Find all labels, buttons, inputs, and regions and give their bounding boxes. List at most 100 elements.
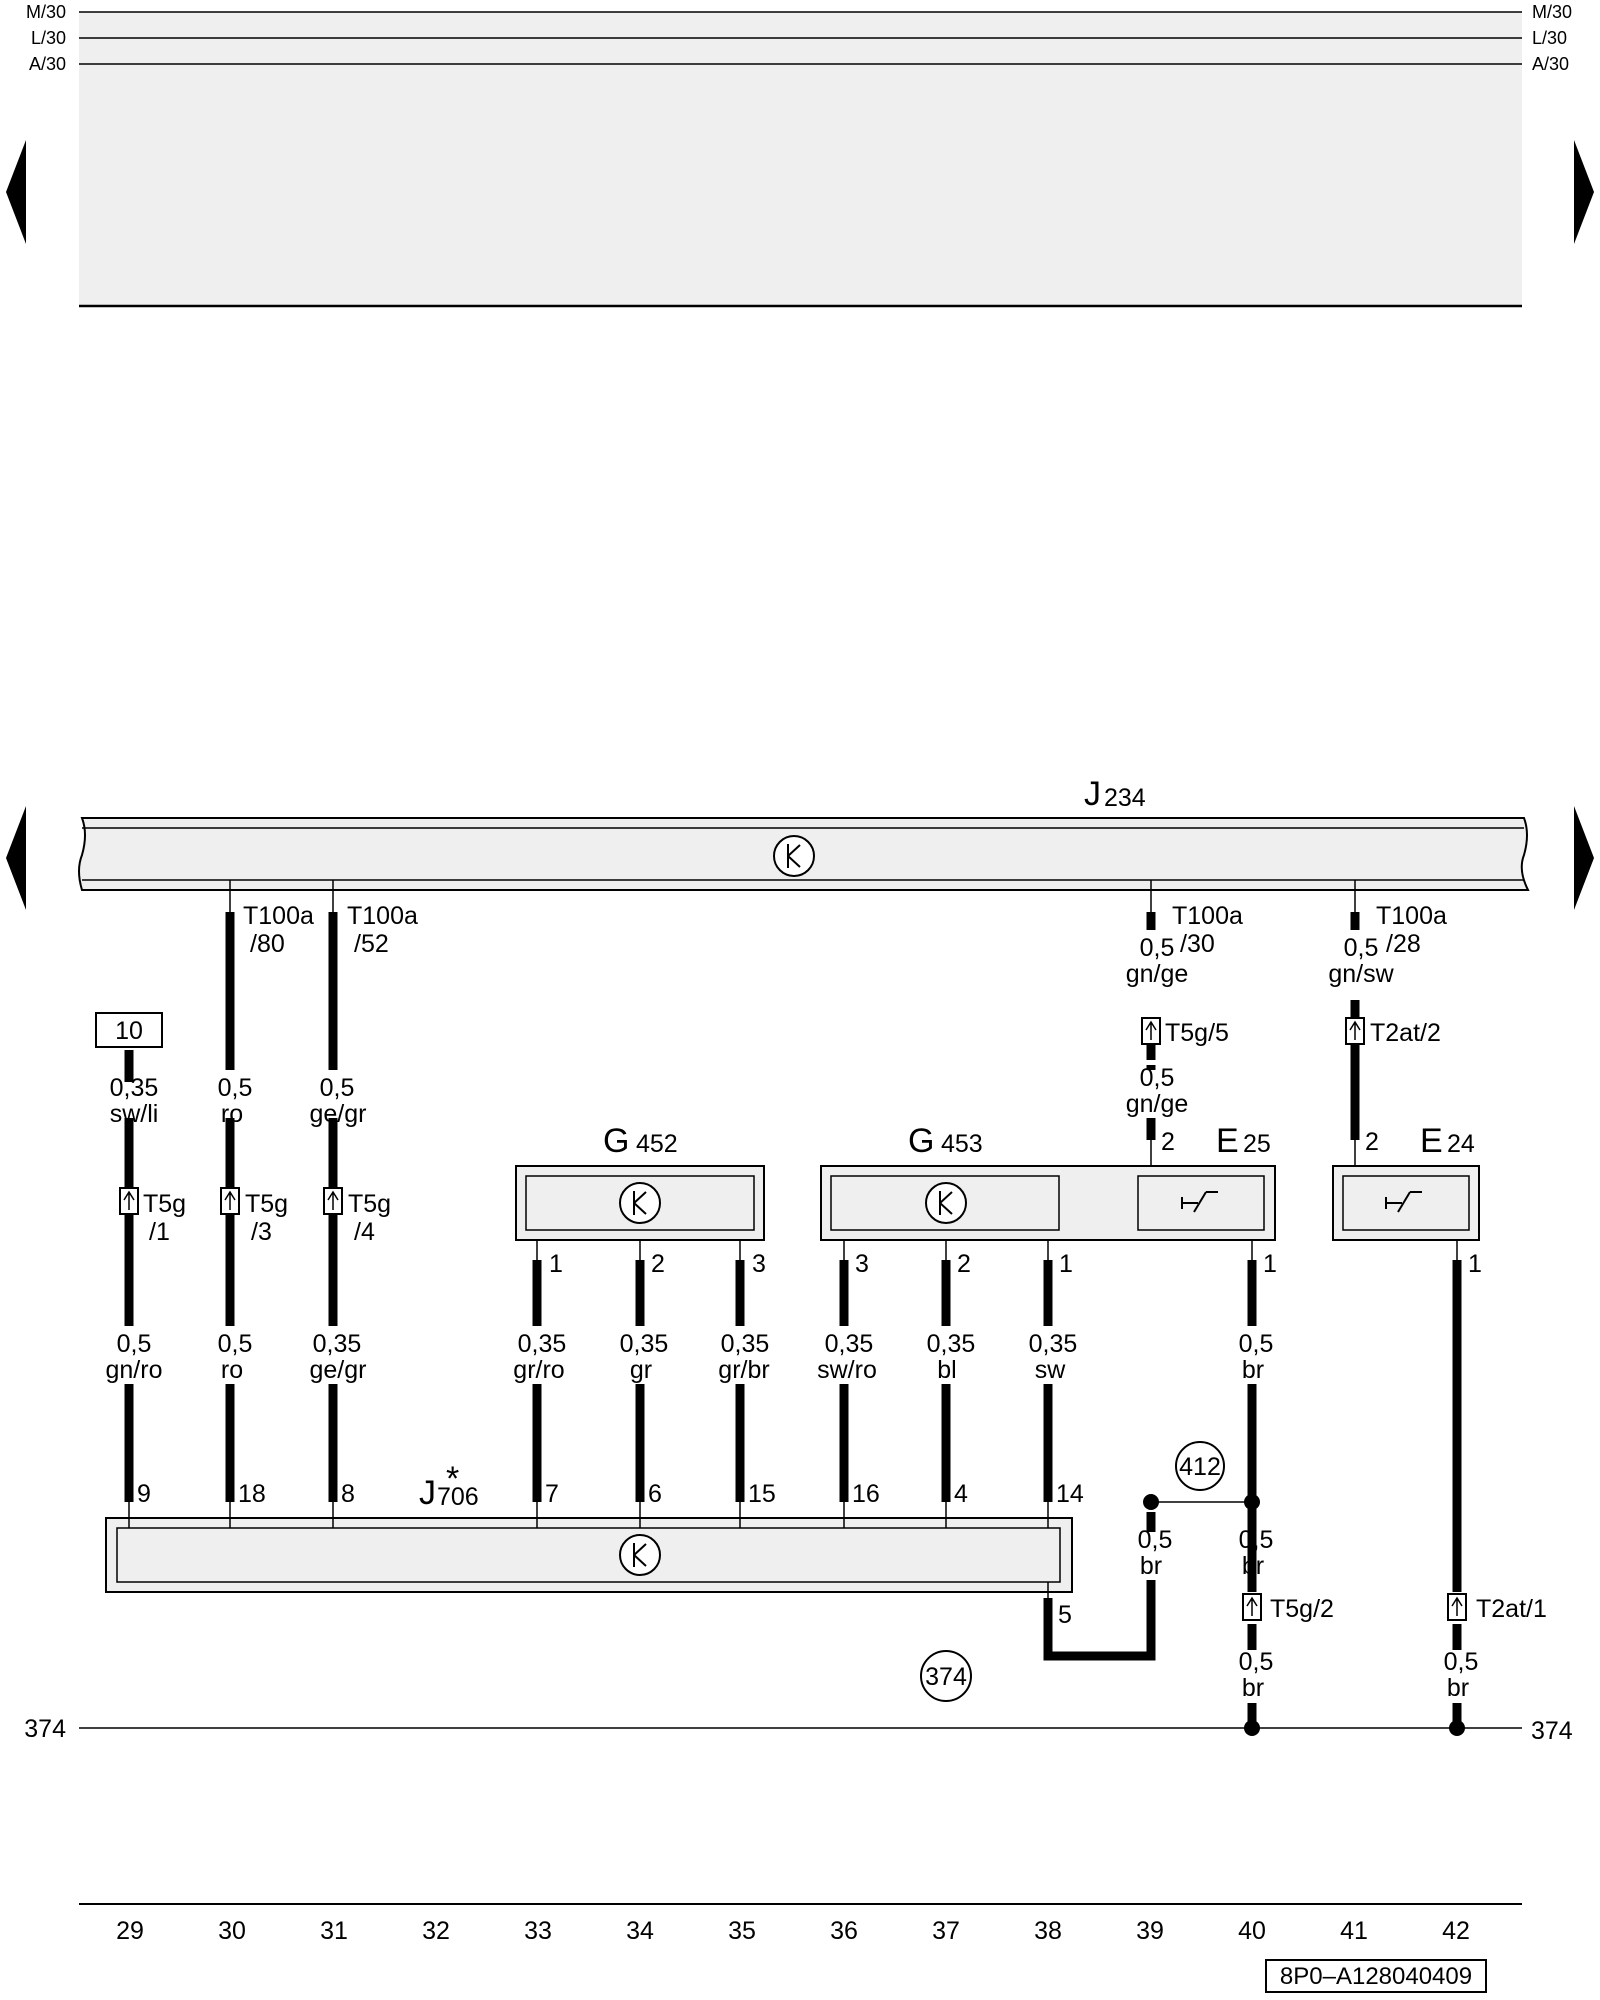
- wire-31b-size: 0,35: [313, 1330, 362, 1358]
- j234-leads: [229, 880, 1356, 912]
- track-39: 39: [1136, 1917, 1164, 1945]
- t5g1-pin: /1: [149, 1218, 170, 1246]
- j234-electronic-icon: [773, 835, 815, 877]
- j706-pin-7: 7: [545, 1480, 559, 1508]
- j234-conn-30-pin: /80: [250, 930, 285, 958]
- wire-30a-size: 0,5: [218, 1074, 253, 1102]
- bus-label-a30-left: A/30: [29, 54, 66, 74]
- j234-conn-30-name: T100a: [243, 902, 314, 930]
- bus-label-m30-left: M/30: [26, 2, 66, 22]
- node-412-circle: [1175, 1441, 1225, 1491]
- g452-sensor: G 452 1 2 3: [515, 1122, 766, 1278]
- j234-conn-39-name: T100a: [1172, 902, 1243, 930]
- wire-40a-size: 0,5: [1239, 1330, 1274, 1358]
- j234-conn-31-pin: /52: [354, 930, 389, 958]
- footer: 29 30 31 32 33 34 35 36 37 38 39 40 41 4…: [79, 1903, 1522, 1993]
- wire-37-size: 0,35: [927, 1330, 976, 1358]
- wire-33-size: 0,35: [518, 1330, 567, 1358]
- g452-electronic-icon: [619, 1182, 661, 1224]
- e24-switch-unit: E 24 2 1: [1332, 1122, 1482, 1278]
- e24-switch-icon: [1385, 1191, 1422, 1213]
- g453-electronic-icon: [925, 1182, 967, 1224]
- wire-33-color: gr/ro: [513, 1356, 564, 1384]
- g452-number: 452: [636, 1130, 678, 1158]
- g453-pin-1: 1: [1059, 1250, 1073, 1278]
- t2at2-label: T2at/2: [1370, 1019, 1441, 1047]
- j706-pin-18: 18: [238, 1480, 266, 1508]
- ground-label-right: 374: [1531, 1717, 1573, 1745]
- g453-e25-unit: G 453 E 25 2 3 2 1 1: [820, 1122, 1277, 1278]
- ground-section: 412 374 0,5 br 0,5 br T5g/2 T2at/1 0,5 b…: [24, 1441, 1573, 1745]
- e25-pin-bottom: 1: [1263, 1250, 1277, 1278]
- page-left-arrow-icon-2[interactable]: [6, 806, 26, 910]
- g453-letter: G: [908, 1122, 934, 1160]
- wire-35-size: 0,35: [721, 1330, 770, 1358]
- wire-39a-size: 0,5: [1140, 934, 1175, 962]
- wire-39c-color: br: [1140, 1552, 1162, 1580]
- wire-31a-size: 0,5: [320, 1074, 355, 1102]
- g452-pin-2: 2: [651, 1250, 665, 1278]
- j706-letter: J: [419, 1474, 436, 1512]
- t5g3-name: T5g: [245, 1190, 288, 1218]
- page-right-arrow-icon[interactable]: [1574, 140, 1594, 244]
- track-35: 35: [728, 1917, 756, 1945]
- wire-38-size: 0,35: [1029, 1330, 1078, 1358]
- g452-letter: G: [603, 1122, 629, 1160]
- track-30: 30: [218, 1917, 246, 1945]
- wire-40b-size: 0,5: [1239, 1526, 1274, 1554]
- j706-pin-6: 6: [648, 1480, 662, 1508]
- wires: [124, 912, 1462, 1726]
- node-412-label: 412: [1179, 1453, 1221, 1481]
- wire-40b-color: br: [1242, 1552, 1264, 1580]
- wire-31b-color: ge/gr: [310, 1356, 367, 1384]
- t5g4-pin: /4: [354, 1218, 375, 1246]
- wire-38-color: sw: [1035, 1356, 1067, 1384]
- e24-pin-bottom: 1: [1468, 1250, 1482, 1278]
- wire-39b-size: 0,5: [1140, 1064, 1175, 1092]
- j234-letter: J: [1084, 775, 1101, 813]
- diagram-code-box: [1265, 1959, 1487, 1993]
- j706-star: *: [446, 1460, 459, 1498]
- wire-29a-color: sw/li: [110, 1100, 159, 1128]
- j234-conn-41-name: T100a: [1376, 902, 1447, 930]
- e24-number: 24: [1447, 1130, 1475, 1158]
- wire-31a-color: ge/gr: [310, 1100, 367, 1128]
- g452-pin-3: 3: [752, 1250, 766, 1278]
- wire-30b-color: ro: [221, 1356, 243, 1384]
- node-374-circle: [920, 1650, 972, 1702]
- g453-pin-3: 3: [855, 1250, 869, 1278]
- page-right-arrow-icon-2[interactable]: [1574, 806, 1594, 910]
- wire-34-size: 0,35: [620, 1330, 669, 1358]
- track-42: 42: [1442, 1917, 1470, 1945]
- e25-letter: E: [1216, 1122, 1239, 1160]
- wire-29b-color: gn/ro: [106, 1356, 163, 1384]
- bus-label-m30-right: M/30: [1532, 2, 1572, 22]
- page-left-arrow-icon[interactable]: [6, 140, 26, 244]
- wire-40c-color: br: [1242, 1674, 1264, 1702]
- g453-pin-2: 2: [957, 1250, 971, 1278]
- wire-29a-size: 0,35: [110, 1074, 159, 1102]
- track-37: 37: [932, 1917, 960, 1945]
- track-36: 36: [830, 1917, 858, 1945]
- node-374-label: 374: [925, 1663, 967, 1691]
- top-panel: [79, 12, 1522, 306]
- ground-dot-40: [1244, 1720, 1260, 1736]
- wire-39a-color: gn/ge: [1126, 960, 1189, 988]
- bus-label-a30-right: A/30: [1532, 54, 1569, 74]
- e25-switch-icon: [1181, 1191, 1218, 1213]
- diagram-code: 8P0–A128040409: [1280, 1963, 1472, 1990]
- j706-electronic-icon: [619, 1534, 661, 1576]
- g452-pin-1: 1: [549, 1250, 563, 1278]
- wire-36-color: sw/ro: [817, 1356, 877, 1384]
- ground-label-left: 374: [24, 1715, 66, 1743]
- t5g5-label: T5g/5: [1165, 1019, 1229, 1047]
- fuse-box: [95, 1012, 163, 1048]
- j706-pin-5: 5: [1058, 1601, 1072, 1629]
- bus-label-l30-left: L/30: [31, 28, 66, 48]
- e25-number: 25: [1243, 1130, 1271, 1158]
- wire-40a-color: br: [1242, 1356, 1264, 1384]
- wire-39c-size: 0,5: [1138, 1526, 1173, 1554]
- e24-letter: E: [1420, 1122, 1443, 1160]
- e25-pin-top: 2: [1161, 1128, 1175, 1156]
